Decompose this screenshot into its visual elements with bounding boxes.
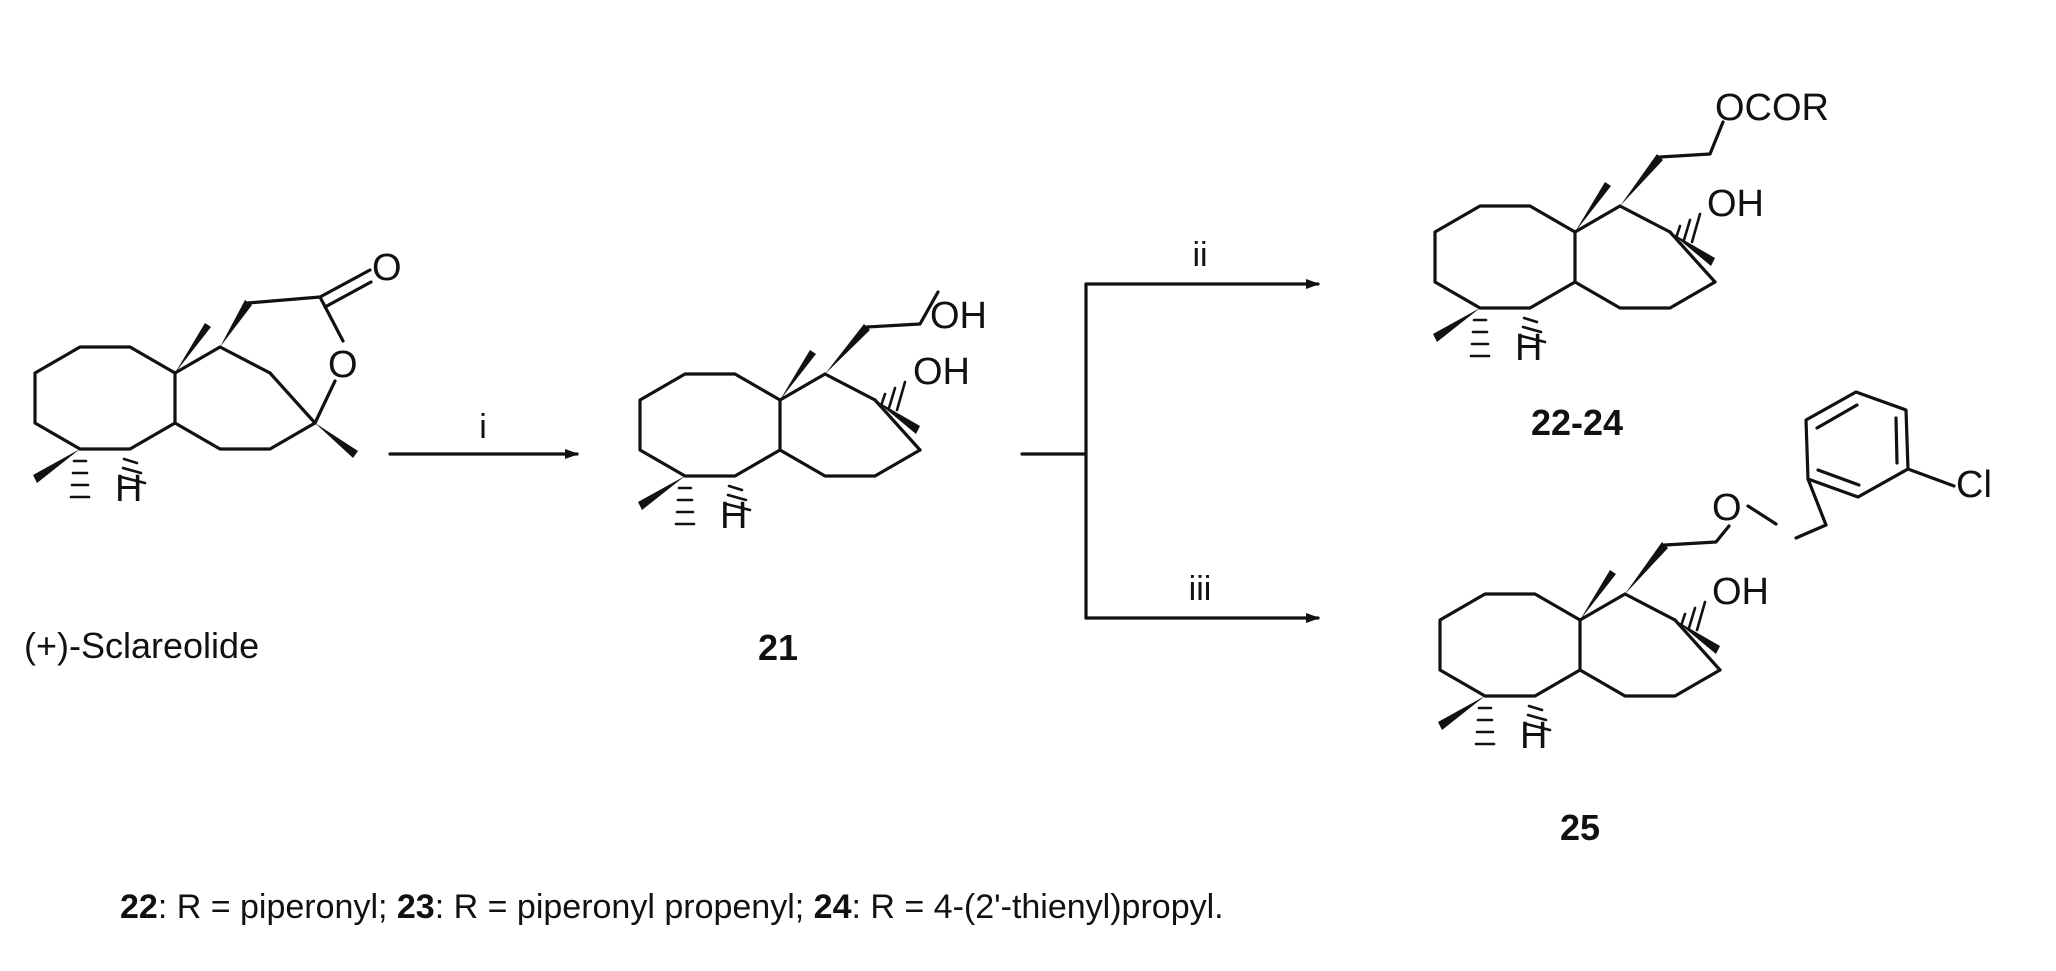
compound-21-structure: OH OH H 21 <box>636 290 987 668</box>
sclareolide-name: (+)-Sclareolide <box>24 625 259 666</box>
footnote-compound-24: 24 <box>814 888 852 926</box>
compound-22-24-structure: OCOR OH H 22-24 <box>1431 87 1829 443</box>
carbonyl-oxygen-label: O <box>372 247 402 289</box>
reaction-arrow-i: i <box>388 408 579 459</box>
h-label: H <box>115 468 142 510</box>
ether-oxygen-label: O <box>1712 487 1742 529</box>
h-label: H <box>1515 327 1542 369</box>
oh-ring-label: OH <box>913 351 970 393</box>
footnote-text-22: : R = piperonyl; <box>158 888 397 926</box>
footnote-text-24: : R = 4-(2'-thienyl)propyl. <box>851 888 1223 926</box>
footnote-compound-22: 22 <box>120 888 158 926</box>
compound-22-24-label: 22-24 <box>1531 402 1623 443</box>
compound-25-label: 25 <box>1560 807 1600 848</box>
condition-ii: ii <box>1192 236 1207 274</box>
footnote: 22: R = piperonyl; 23: R = piperonyl pro… <box>120 888 1224 926</box>
chlorine-label: Cl <box>1956 464 1992 506</box>
h-label: H <box>1520 715 1547 757</box>
condition-i: i <box>479 408 487 446</box>
compound-25-structure: OH H O Cl 25 <box>1436 390 1992 848</box>
oh-label: OH <box>1712 571 1769 613</box>
oh-label: OH <box>1707 183 1764 225</box>
sclareolide-structure: O O H (+)-Sclareolide <box>24 247 402 666</box>
oh-top-label: OH <box>930 295 987 337</box>
condition-iii: iii <box>1189 570 1212 608</box>
footnote-text-23: : R = piperonyl propenyl; <box>435 888 814 926</box>
h-label: H <box>720 495 747 537</box>
footnote-compound-23: 23 <box>397 888 435 926</box>
ester-label: OCOR <box>1715 87 1829 129</box>
compound-21-label: 21 <box>758 627 798 668</box>
branching-arrows: ii iii <box>1020 236 1320 623</box>
ring-oxygen-label: O <box>328 344 358 386</box>
